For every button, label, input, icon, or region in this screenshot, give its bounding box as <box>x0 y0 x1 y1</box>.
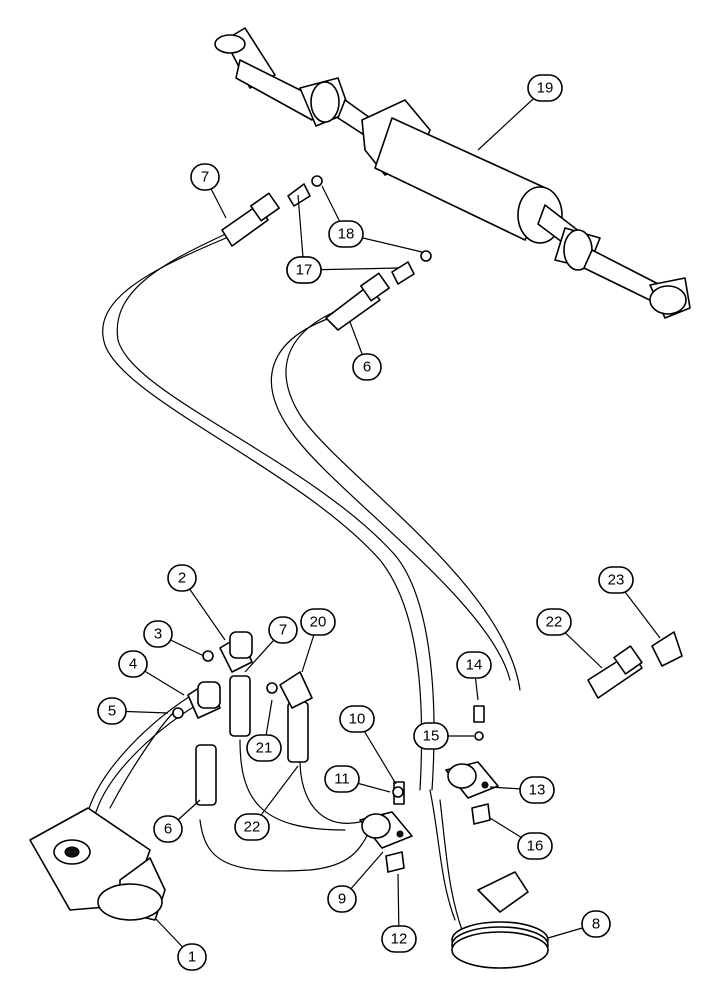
callout-number: 5 <box>108 703 116 720</box>
callout-bubble <box>327 885 357 913</box>
callout-bubble <box>581 910 611 938</box>
callout-number: 14 <box>466 657 483 674</box>
callout-number: 13 <box>529 782 546 799</box>
callout-bubble <box>118 650 148 678</box>
callout-number: 18 <box>338 226 355 243</box>
callout-bubble <box>300 608 336 636</box>
callout-5: 5 <box>97 697 169 725</box>
callout-bubble <box>268 616 298 644</box>
callout-6: 6 <box>349 321 382 381</box>
callout-number: 6 <box>164 821 172 838</box>
callout-bubble <box>517 832 553 860</box>
callout-number: 8 <box>592 916 600 933</box>
lower-fittings <box>172 631 683 806</box>
callout-number: 1 <box>188 949 196 966</box>
callout-bubble <box>456 651 492 679</box>
callout-12: 12 <box>381 873 417 953</box>
callout-3: 3 <box>143 620 205 657</box>
callout-bubble <box>598 566 634 594</box>
callout-bubble <box>536 608 572 636</box>
callout-bubble <box>143 620 173 648</box>
tubing-coil <box>451 871 549 969</box>
callout-bubble <box>324 765 360 793</box>
callout-number: 12 <box>391 931 408 948</box>
callout-number: 23 <box>608 572 625 589</box>
callout-layer: 1234566778910111213141516171718192021222… <box>97 74 661 971</box>
callout-15: 15 <box>413 722 474 750</box>
callout-bubble <box>519 776 555 804</box>
callout-bubble <box>381 925 417 953</box>
callout-19: 19 <box>477 74 563 151</box>
callout-number: 20 <box>310 614 327 631</box>
callout-number: 19 <box>537 80 554 97</box>
callout-20: 20 <box>300 608 336 673</box>
callout-13: 13 <box>489 776 555 804</box>
callout-2: 2 <box>167 564 226 641</box>
callout-number: 21 <box>256 740 273 757</box>
callout-9: 9 <box>327 851 384 913</box>
callout-17: 17 <box>286 256 399 284</box>
callout-number: 7 <box>201 169 209 186</box>
callout-bubble <box>328 220 364 248</box>
callout-bubble <box>153 815 183 843</box>
callout-11: 11 <box>324 765 391 793</box>
callout-bubble <box>190 163 220 191</box>
callout-number: 7 <box>279 622 287 639</box>
callout-18: 18 <box>321 185 364 248</box>
callout-number: 11 <box>334 771 350 788</box>
callout-number: 6 <box>363 359 371 376</box>
hydraulic-cylinder <box>214 27 691 319</box>
callout-number: 22 <box>546 614 563 631</box>
callout-number: 17 <box>296 262 313 279</box>
callout-number: 16 <box>527 838 544 855</box>
callout-bubble <box>177 943 207 971</box>
upper-fittings <box>221 175 432 331</box>
callout-8: 8 <box>547 910 611 939</box>
callout-number: 10 <box>349 711 366 728</box>
callout-4: 4 <box>118 650 185 696</box>
callout-14: 14 <box>456 651 492 701</box>
callout-6: 6 <box>153 799 201 843</box>
callout-16: 16 <box>489 817 553 860</box>
callout-bubble <box>413 722 449 750</box>
callout-bubble <box>167 564 197 592</box>
callout-number: 15 <box>423 728 440 745</box>
hose-lines <box>87 231 521 931</box>
callout-bubble <box>352 353 382 381</box>
callout-1: 1 <box>154 917 207 971</box>
callout-number: 3 <box>154 626 162 643</box>
callout-21: 21 <box>246 699 282 762</box>
callout-number: 22 <box>244 819 261 836</box>
callout-23: 23 <box>598 566 661 639</box>
callout-bubble <box>246 734 282 762</box>
callout-number: 2 <box>178 570 186 587</box>
callout-bubble <box>234 813 270 841</box>
callout-number: 4 <box>129 656 137 673</box>
callout-bubble <box>97 697 127 725</box>
callout-number: 9 <box>338 891 346 908</box>
clamps <box>359 705 499 873</box>
callout-bubble <box>286 256 322 284</box>
steering-motor <box>29 807 166 921</box>
callout-10: 10 <box>339 705 397 785</box>
callout-22: 22 <box>536 608 603 669</box>
callout-7: 7 <box>244 616 298 673</box>
callout-bubble <box>339 705 375 733</box>
callout-22: 22 <box>234 765 299 841</box>
callout-bubble <box>527 74 563 102</box>
callout-7: 7 <box>190 163 227 219</box>
